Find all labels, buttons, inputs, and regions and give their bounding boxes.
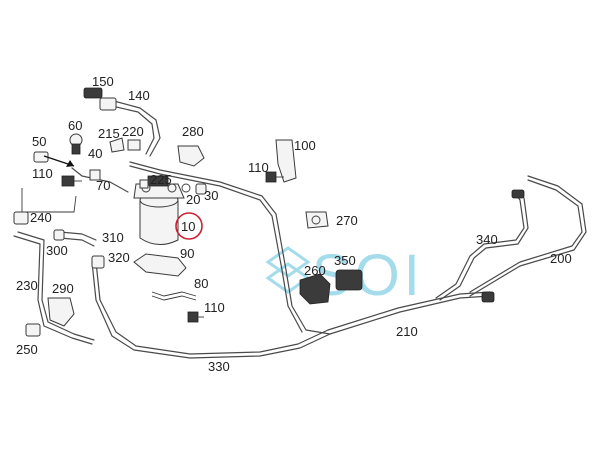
clip-215 — [109, 137, 125, 153]
callout-60: 60 — [68, 118, 82, 133]
fitting-200-end — [481, 291, 495, 303]
callout-150: 150 — [92, 74, 114, 89]
callout-310: 310 — [102, 230, 124, 245]
callout-290: 290 — [52, 281, 74, 296]
callout-20: 20 — [186, 192, 200, 207]
highlight-circle — [175, 212, 203, 240]
bracket-90 — [133, 253, 187, 277]
callout-100: 100 — [294, 138, 316, 153]
sensor-60 — [69, 133, 83, 155]
callout-270: 270 — [336, 213, 358, 228]
watermark-text: SOI — [312, 243, 424, 308]
grommet-280 — [177, 145, 205, 167]
fuel-line-340 — [435, 191, 529, 301]
callout-70: 70 — [96, 178, 110, 193]
callout-220: 220 — [122, 124, 144, 139]
callout-350: 350 — [334, 253, 356, 268]
bolt-110-bottom — [187, 311, 204, 323]
fuel-line-200 — [469, 175, 587, 297]
fuel-line-210 — [129, 161, 331, 335]
connector-150 — [83, 87, 117, 111]
clip-70 — [89, 169, 101, 181]
fuel-line-230 — [13, 231, 95, 345]
callout-300: 300 — [46, 243, 68, 258]
callout-225: 225 — [150, 172, 172, 187]
bracket-240 — [13, 188, 77, 225]
callout-215: 215 — [98, 126, 120, 141]
callout-10: 10 — [181, 219, 195, 234]
hose-140 — [109, 99, 161, 157]
callout-200: 200 — [550, 251, 572, 266]
callout-110-left: 110 — [32, 166, 53, 181]
bracket-100 — [275, 139, 297, 183]
fitting-320 — [91, 255, 105, 269]
fitting-340-end — [511, 189, 525, 199]
callout-50: 50 — [32, 134, 46, 149]
callout-280: 280 — [182, 124, 204, 139]
clamp-80 — [151, 291, 197, 301]
clip-220 — [127, 139, 141, 151]
clip-290 — [47, 297, 75, 327]
callout-230: 230 — [16, 278, 38, 293]
callout-110-bottom: 110 — [204, 300, 225, 315]
callout-labels: 150 140 60 215 220 280 100 50 40 110 70 … — [16, 74, 572, 374]
cap-30 — [195, 183, 207, 195]
callout-240: 240 — [30, 210, 52, 225]
callout-250: 250 — [16, 342, 38, 357]
leader-arrow-50 — [43, 155, 75, 167]
bolt-110-right — [265, 171, 284, 183]
callout-140: 140 — [128, 88, 150, 103]
clip-250 — [25, 323, 41, 337]
clip-225 — [139, 179, 149, 189]
callout-80: 80 — [194, 276, 208, 291]
clip-270 — [305, 211, 329, 229]
oring-20 — [181, 183, 191, 193]
callout-30: 30 — [204, 188, 218, 203]
callout-210: 210 — [396, 324, 418, 339]
fuel-line-330 — [91, 261, 491, 359]
callout-340: 340 — [476, 232, 498, 247]
callout-330: 330 — [208, 359, 230, 374]
hose-310 — [59, 231, 97, 247]
callout-260: 260 — [304, 263, 326, 278]
callout-90: 90 — [180, 246, 194, 261]
connector-260 — [299, 273, 331, 305]
callout-320: 320 — [108, 250, 130, 265]
callout-40: 40 — [88, 146, 102, 161]
callout-110-right: 110 — [248, 160, 269, 175]
clip-300 — [53, 229, 65, 241]
bolt-110-left — [61, 175, 82, 187]
connector-350 — [335, 269, 363, 291]
